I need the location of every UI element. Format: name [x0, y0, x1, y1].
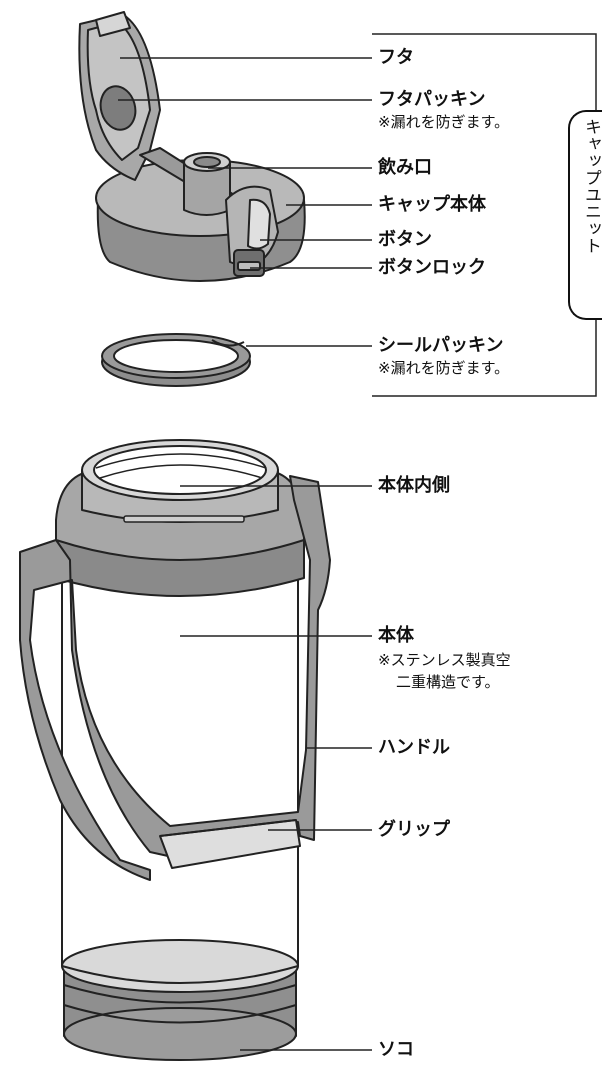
- label-seal-packing: シールパッキン: [378, 335, 504, 356]
- label-handle: ハンドル: [378, 737, 450, 758]
- label-body-inner: 本体内側: [378, 475, 450, 496]
- label-grip: グリップ: [378, 819, 450, 840]
- bottle-body-drawing: [19, 439, 331, 1061]
- label-button-lock: ボタンロック: [378, 257, 486, 278]
- label-futa-packing: フタパッキン: [378, 89, 486, 110]
- seal-packing-drawing: [101, 333, 251, 387]
- note-body-1: ※ステンレス製真空: [378, 651, 511, 669]
- label-button: ボタン: [378, 229, 432, 250]
- cap-unit-label: キャップユニット: [581, 118, 601, 254]
- label-soko: ソコ: [378, 1039, 414, 1060]
- note-futa-packing: ※漏れを防ぎます。: [378, 113, 510, 131]
- note-body-2: 二重構造です。: [396, 673, 500, 691]
- label-cap-body: キャップ本体: [378, 194, 486, 215]
- label-futa: フタ: [378, 47, 414, 68]
- label-nomiguchi: 飲み口: [378, 157, 432, 178]
- label-body: 本体: [378, 625, 414, 646]
- cap-unit-drawing: [78, 11, 306, 282]
- note-seal-packing: ※漏れを防ぎます。: [378, 359, 510, 377]
- cap-unit-bracket: [568, 110, 602, 320]
